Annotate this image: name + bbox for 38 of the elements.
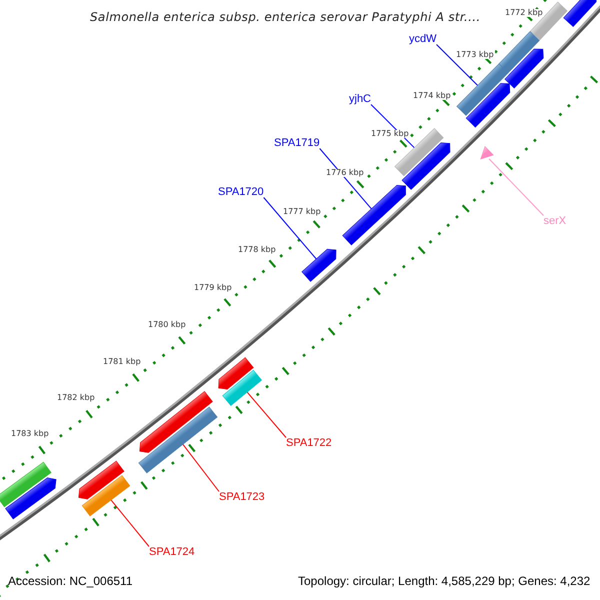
gene-label: SPA1723 — [219, 492, 265, 502]
leader-line — [182, 444, 220, 492]
rna-marker — [480, 146, 494, 160]
gene-label: SPA1724 — [149, 546, 195, 558]
leader-line — [488, 158, 544, 216]
gene-bar — [82, 475, 130, 516]
gene-block — [302, 248, 336, 282]
scale-label: 1772 kbp — [504, 9, 544, 17]
gene-block — [342, 184, 406, 246]
leader-line — [263, 197, 317, 260]
gene-bar — [222, 370, 262, 406]
gene-label: ycdW — [409, 34, 436, 44]
genome-summary-text: Topology: circular; Length: 4,585,229 bp; Genes: 4,232 — [298, 575, 590, 587]
scale-label: 1777 kbp — [282, 208, 322, 216]
gene-label: serX — [544, 216, 566, 226]
leader-line — [436, 44, 478, 86]
gene-bar — [138, 406, 218, 474]
leader-line — [110, 499, 150, 547]
leader-line — [246, 392, 286, 438]
scale-label: 1774 kbp — [412, 92, 452, 100]
scale-label: 1775 kbp — [370, 130, 410, 138]
gene-label: yjhC — [349, 94, 372, 104]
scale-label: 1780 kbp — [147, 321, 187, 329]
gene-label: SPA1719 — [274, 138, 320, 148]
scale-label: 1782 kbp — [56, 394, 96, 402]
scale-label: 1778 kbp — [237, 246, 277, 254]
scale-label: 1783 kbp — [10, 430, 50, 438]
title: Salmonella enterica subsp. enterica serovar Paratyphi A str.... — [90, 11, 480, 23]
accession-text: Accession: NC_006511 — [8, 575, 133, 587]
leader-line — [319, 148, 372, 210]
scale-label: 1773 kbp — [455, 51, 495, 59]
gene-bar — [394, 128, 444, 176]
scale-label: 1781 kbp — [102, 358, 142, 366]
scale-label: 1779 kbp — [193, 284, 233, 292]
gene-label: SPA1720 — [218, 186, 264, 198]
gene-label: SPA1722 — [286, 438, 332, 448]
gene-bar — [456, 63, 508, 116]
scale-label: 1776 kbp — [325, 169, 365, 177]
